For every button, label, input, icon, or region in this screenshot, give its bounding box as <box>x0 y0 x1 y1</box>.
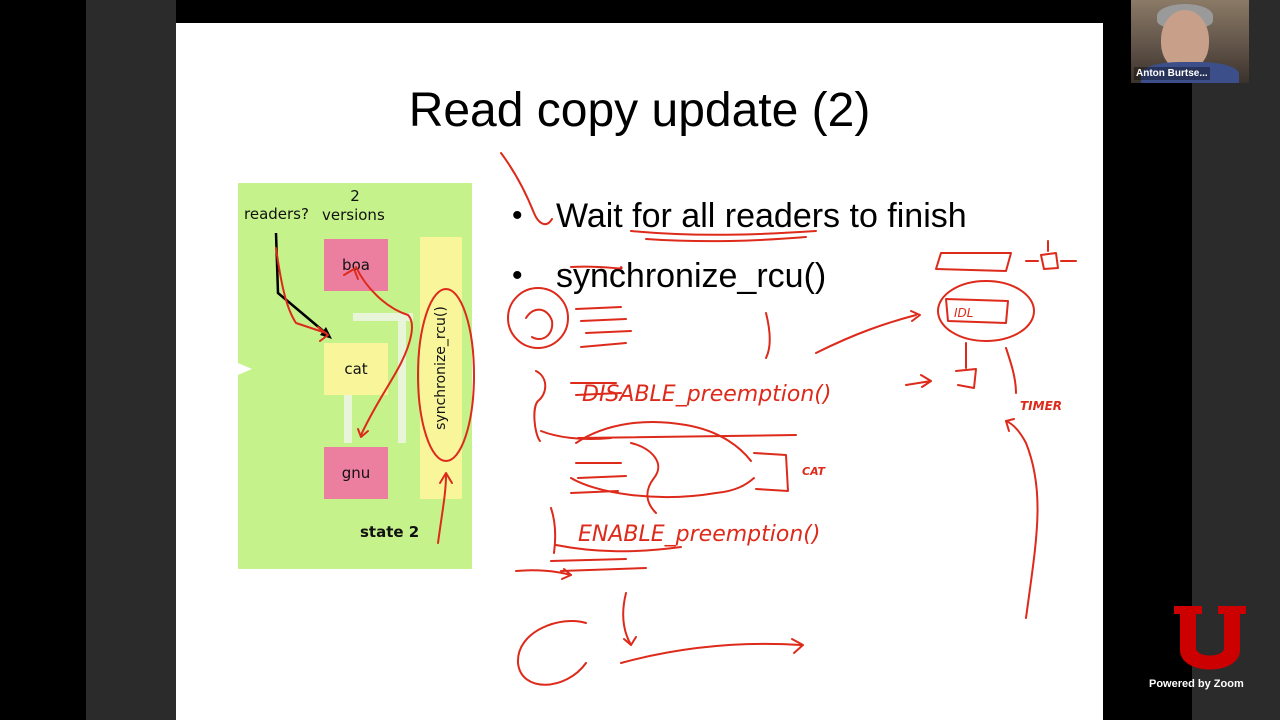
versions-count: 2 <box>350 187 360 205</box>
bullet-item: • Wait for all readers to finish <box>512 186 967 246</box>
timer-annotation: TIMER <box>1020 399 1062 413</box>
cat-annotation: CAT <box>802 465 827 478</box>
bullet-text: synchronize_rcu() <box>556 256 827 295</box>
versions-label: versions <box>322 206 385 224</box>
node-boa: boa <box>324 239 388 291</box>
participant-shirt <box>1141 62 1239 83</box>
powered-by-zoom: Powered by Zoom <box>1149 678 1244 690</box>
node-gnu: gnu <box>324 447 388 499</box>
screen-share-left-margin <box>86 0 176 720</box>
participant-name: Anton Burtse... <box>1134 67 1210 80</box>
participant-video-tile[interactable]: Anton Burtse... <box>1131 0 1249 83</box>
node-cat: cat <box>324 343 388 395</box>
state-label: state 2 <box>360 523 420 541</box>
disable-preemption-annotation: DISABLE_preemption() <box>582 382 831 407</box>
bullet-item: • synchronize_rcu() <box>512 246 967 306</box>
bullet-list: • Wait for all readers to finish • synch… <box>512 186 967 306</box>
pen-annotations: DISABLE_preemption() ENABLE_preemption()… <box>275 152 1077 686</box>
enable-preemption-annotation: ENABLE_preemption() <box>578 522 820 547</box>
slide-title: Read copy update (2) <box>408 84 871 137</box>
idle-annotation: IDL <box>954 306 973 320</box>
bullet-dot: • <box>512 199 523 232</box>
readers-label: readers? <box>244 205 309 223</box>
rcu-state-diagram: readers? 2 versions boa cat gnu synchron… <box>238 183 472 569</box>
bullet-dot: • <box>512 259 523 292</box>
participant-face <box>1161 10 1209 70</box>
university-of-utah-logo <box>1174 606 1246 670</box>
shared-slide: Read copy update (2) • Wait for all read… <box>176 23 1103 720</box>
bullet-text: Wait for all readers to finish <box>556 196 967 235</box>
screen-share-right-margin <box>1192 0 1280 720</box>
